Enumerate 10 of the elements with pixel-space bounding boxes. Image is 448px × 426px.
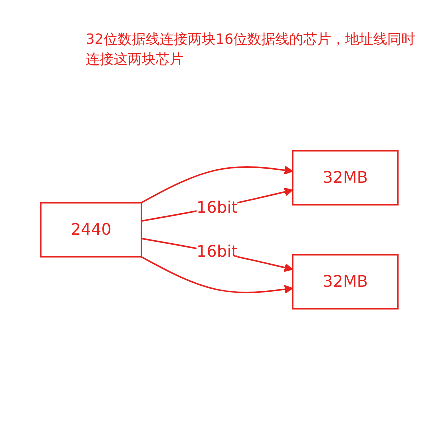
arrow bbox=[141, 166, 294, 204]
title: 32位数据线连接两块16位数据线的芯片，地址线同时连接这两块芯片 bbox=[85, 31, 417, 70]
arrow bbox=[142, 238, 294, 272]
node-box: 32MB bbox=[292, 254, 400, 310]
edge-label: 16bit bbox=[197, 198, 238, 217]
arrow bbox=[141, 256, 294, 294]
arrow bbox=[142, 188, 294, 222]
edge-label: 16bit bbox=[197, 242, 238, 261]
node-box: 2440 bbox=[40, 202, 143, 258]
node-box: 32MB bbox=[292, 150, 400, 206]
